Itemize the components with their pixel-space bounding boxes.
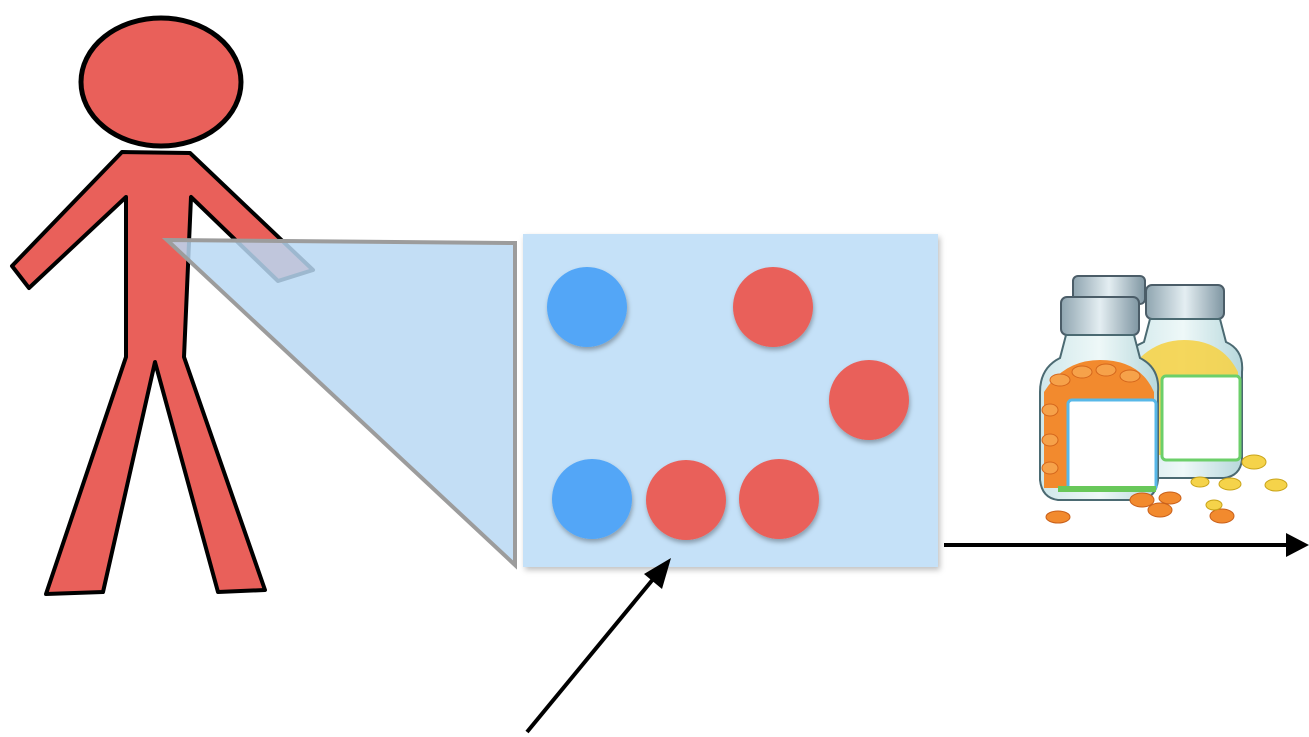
blue-cell: [547, 267, 627, 347]
red-cell: [739, 459, 819, 539]
red-cell: [733, 267, 813, 347]
pointer-arrow: [525, 558, 671, 734]
blue-cell: [552, 459, 632, 539]
zoom-callout: [161, 237, 517, 570]
pill-bottles-icon: [1039, 275, 1288, 524]
cell-group: [547, 267, 909, 540]
red-cell: [646, 460, 726, 540]
person-head: [78, 15, 244, 149]
red-cell: [829, 360, 909, 440]
person-body: [10, 150, 315, 596]
outcome-arrow: [944, 533, 1309, 557]
